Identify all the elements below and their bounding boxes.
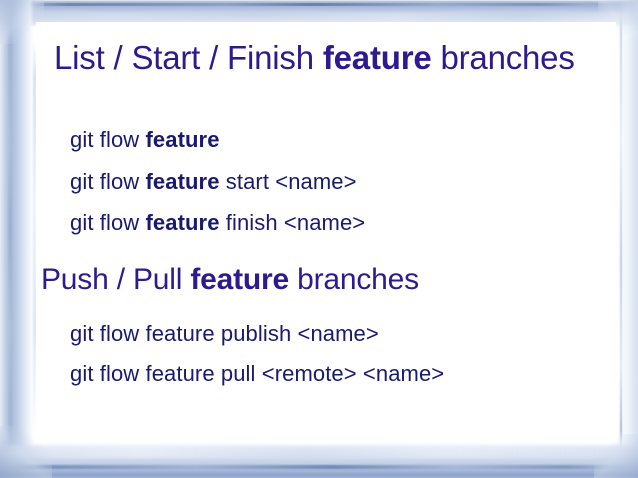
command-prefix: git flow [70,210,146,235]
command-keyword: feature [145,210,220,235]
section-heading-keyword: feature [190,263,289,296]
slide-title-keyword: feature [322,39,432,76]
slide-title-prefix: List / Start / Finish [54,39,323,76]
command-keyword: feature [145,127,220,152]
section-heading-prefix: Push / Pull [41,263,191,296]
command-line-feature-list: git flow feature [70,126,220,154]
command-prefix: git flow [70,169,146,194]
command-line-feature-finish: git flow feature finish <name> [70,209,365,237]
command-line-feature-publish: git flow feature publish <name> [70,321,379,346]
section-heading-push-pull: Push / Pull feature branches [41,261,601,299]
command-suffix: start <name> [219,169,357,194]
command-suffix: finish <name> [219,210,366,235]
command-keyword: feature [145,169,220,194]
command-prefix: git flow [70,127,146,152]
section-heading-suffix: branches [288,263,419,296]
slide-paper-area [36,22,616,442]
slide-title-suffix: branches [431,39,575,76]
slide-title: List / Start / Finish feature branches [54,38,614,78]
command-line-feature-start: git flow feature start <name> [70,168,357,196]
command-line-feature-pull: git flow feature pull <remote> <name> [70,361,445,386]
